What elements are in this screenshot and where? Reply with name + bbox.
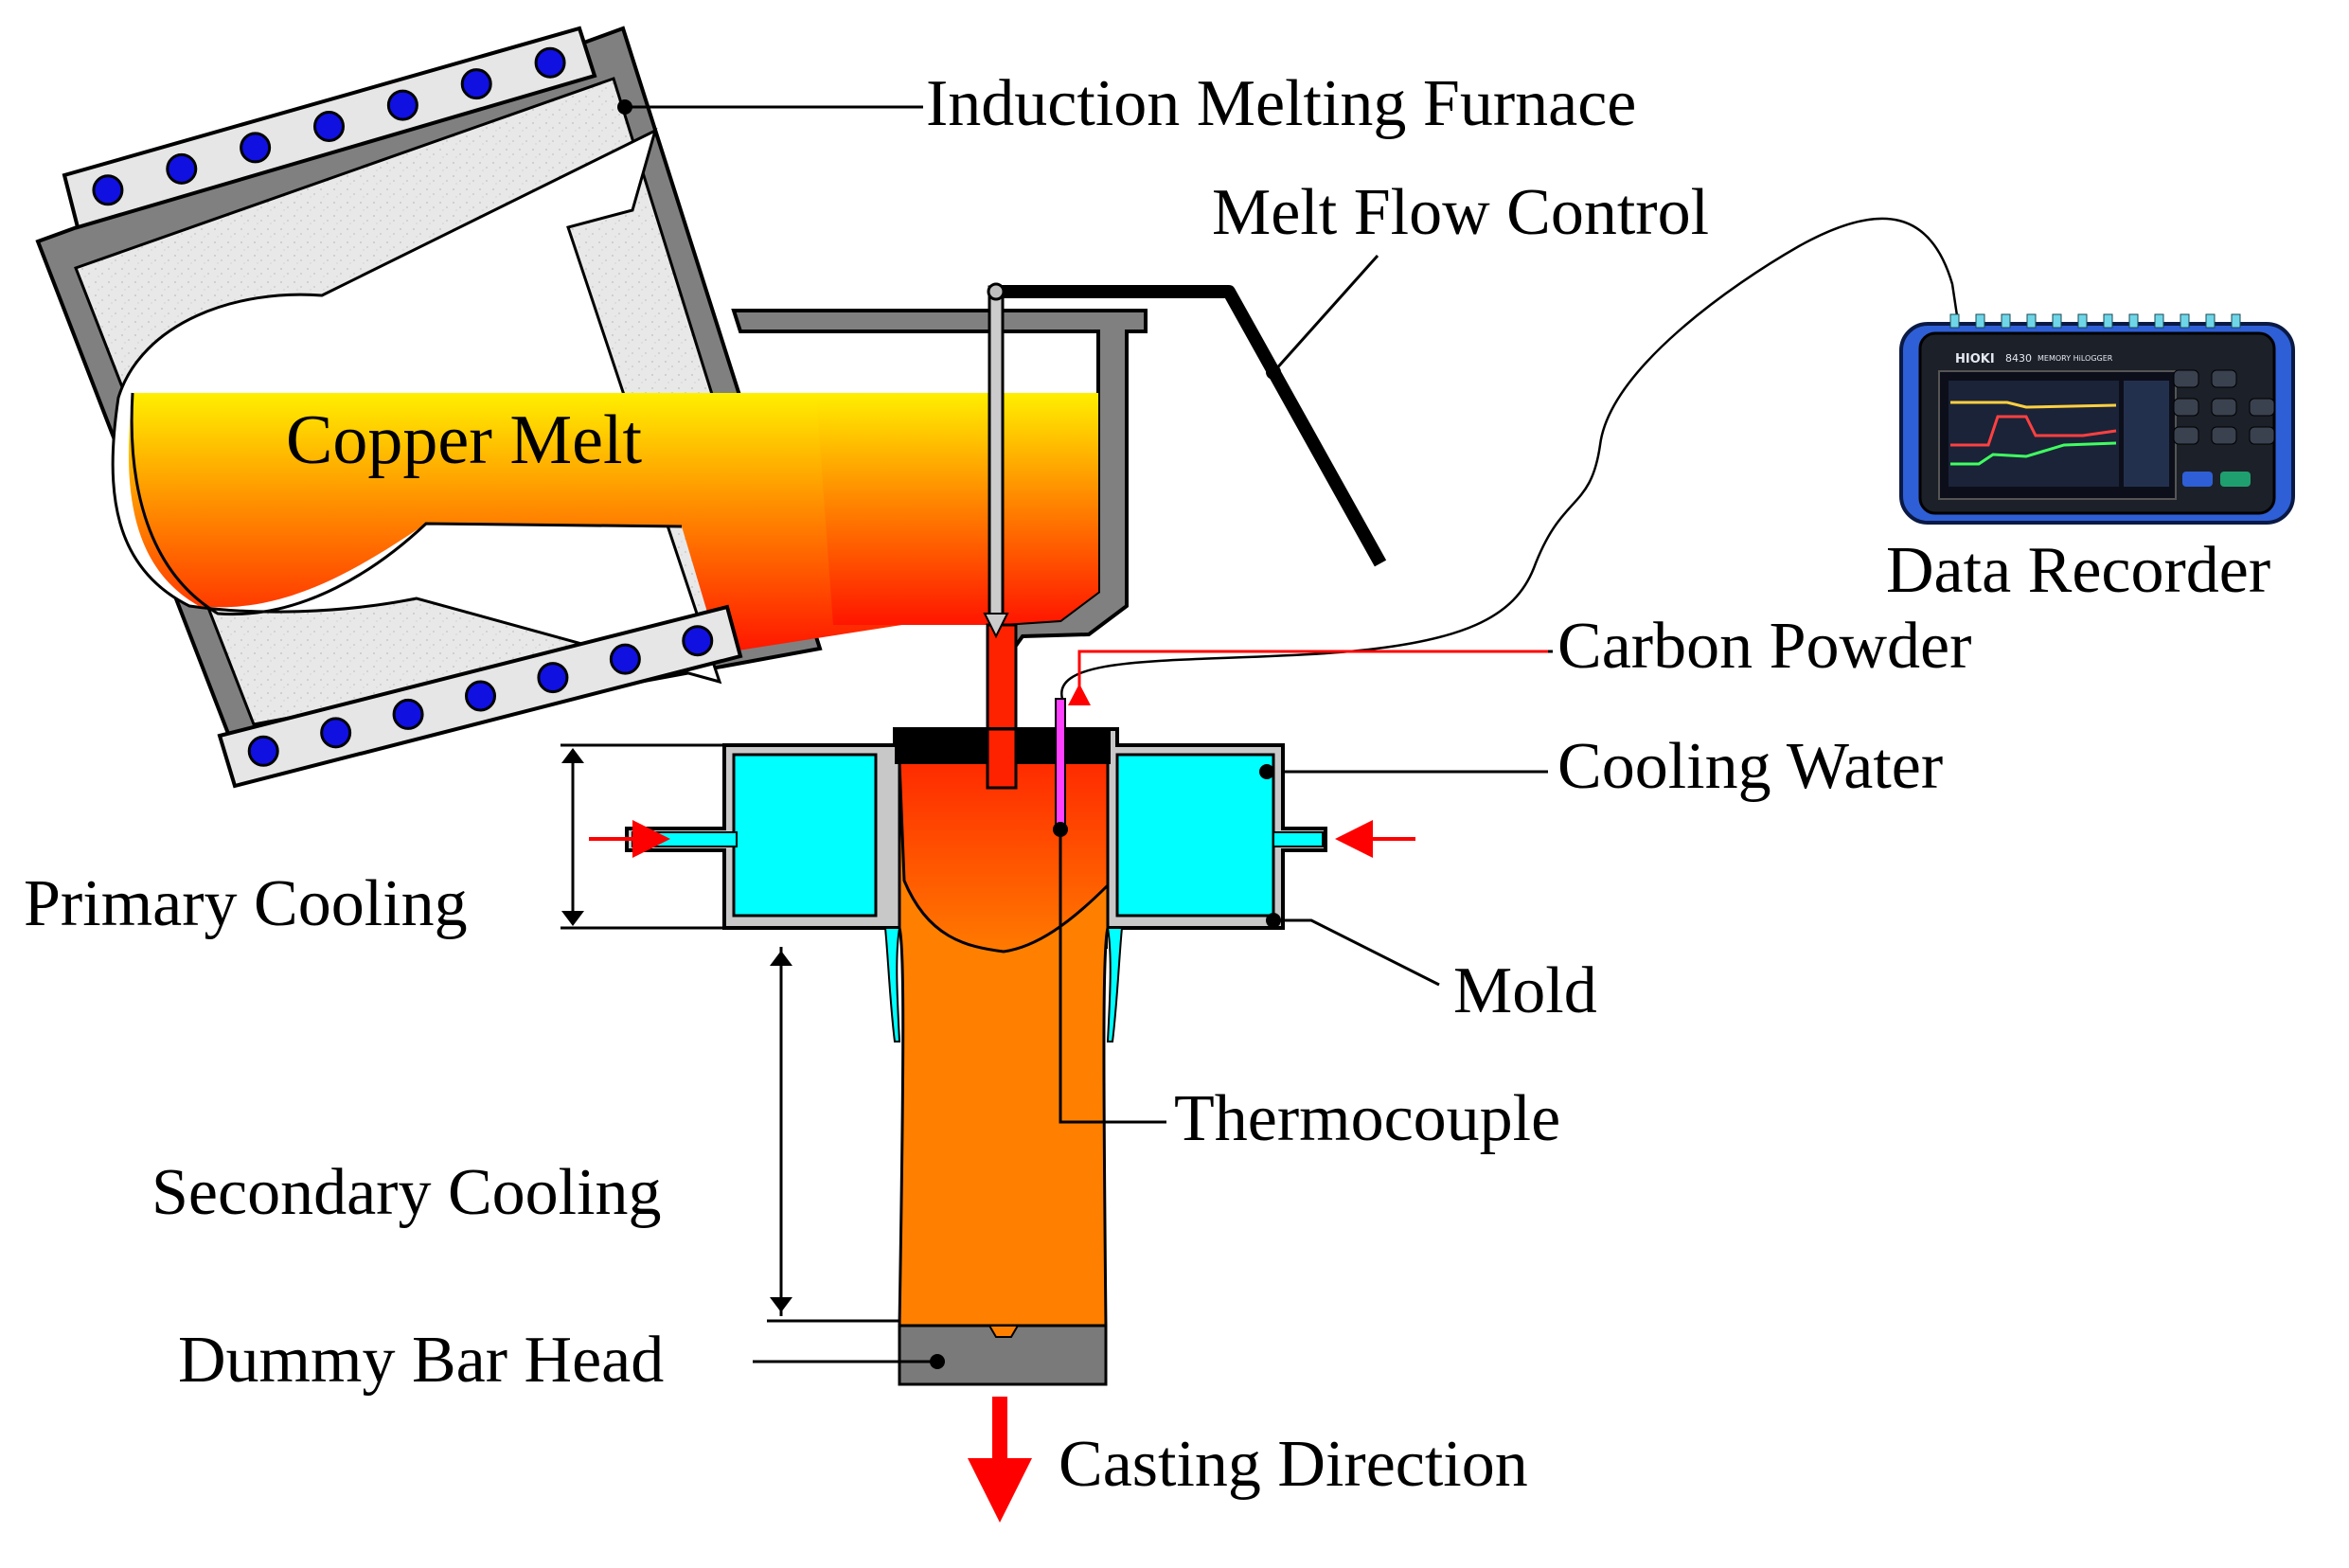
coil-dot <box>386 89 418 121</box>
logger-button <box>2249 426 2275 445</box>
label-thermocouple: Thermocouple <box>1174 1082 1561 1155</box>
coil-dot <box>92 174 124 206</box>
logger-button <box>2173 426 2199 445</box>
logger-pin <box>2205 313 2216 329</box>
logger-brand: HIOKI <box>1955 352 1995 366</box>
tundish <box>731 309 1148 793</box>
logger-pin <box>2180 313 2190 329</box>
logger-pin <box>1949 313 1960 329</box>
logger-pin <box>2128 313 2139 329</box>
coil-dot <box>465 680 496 712</box>
coil-dot <box>682 625 714 657</box>
upper-induction-coil <box>62 26 597 230</box>
logger-model: 8430 <box>2005 352 2032 365</box>
label-melt-flow-control: Melt Flow Control <box>1212 176 1710 249</box>
logger-button <box>2211 426 2237 445</box>
logger-pin <box>2103 313 2113 329</box>
logger-pin <box>2052 313 2062 329</box>
label-carbon-powder: Carbon Powder <box>1557 610 1972 683</box>
label-casting-direction: Casting Direction <box>1059 1428 1528 1501</box>
coil-dot <box>609 643 641 675</box>
label-cooling-water: Cooling Water <box>1557 730 1944 803</box>
label-dummy-bar-head: Dummy Bar Head <box>178 1324 665 1397</box>
logger-button <box>2173 369 2199 388</box>
label-induction-melting-furnace: Induction Melting Furnace <box>926 67 1637 140</box>
logger-pin <box>2026 313 2037 329</box>
cast-ingot <box>883 727 1124 1386</box>
logger-button <box>2211 398 2237 417</box>
data-recorder-device <box>1899 313 2295 525</box>
logger-button <box>2211 369 2237 388</box>
label-secondary-cooling: Secondary Cooling <box>151 1156 662 1229</box>
logger-subtitle: MEMORY HiLOGGER <box>2038 354 2113 363</box>
label-mold: Mold <box>1453 954 1597 1027</box>
label-primary-cooling: Primary Cooling <box>24 867 468 940</box>
coil-dot <box>313 111 345 142</box>
lower-induction-coil <box>217 604 743 789</box>
thermocouple <box>1053 217 1960 1124</box>
left-water-jacket <box>732 753 878 918</box>
logger-pin <box>2077 313 2088 329</box>
logger-pin <box>1975 313 1985 329</box>
coil-dot <box>392 698 424 730</box>
coil-dot <box>320 717 352 749</box>
coil-dot <box>247 735 279 767</box>
logger-pin <box>2001 313 2011 329</box>
logger-button <box>2249 398 2275 417</box>
leader-lines <box>561 105 1548 1363</box>
coil-dot <box>460 68 492 100</box>
coil-dot <box>240 132 272 164</box>
logger-button <box>2173 398 2199 417</box>
melt-flow-control-rod <box>983 282 1387 639</box>
logger-pin <box>2231 313 2241 329</box>
right-water-jacket <box>1115 753 1275 918</box>
coil-dot <box>537 662 569 694</box>
coil-dot <box>166 152 198 185</box>
casting-direction-arrow <box>968 1397 1032 1523</box>
logger-pin <box>2154 313 2164 329</box>
label-data-recorder: Data Recorder <box>1886 534 2271 607</box>
coil-dot <box>534 46 566 79</box>
label-copper-melt: Copper Melt <box>286 401 643 479</box>
